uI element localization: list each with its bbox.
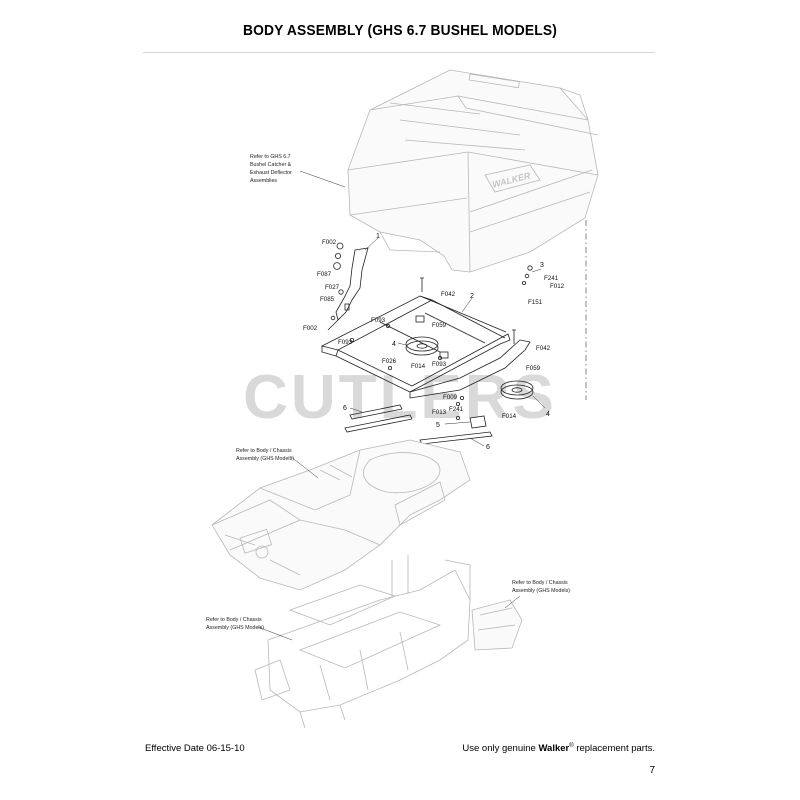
callout-f151: F151 bbox=[528, 299, 543, 306]
callout-f241-mid: F241 bbox=[449, 406, 464, 413]
callout-f013: F013 bbox=[432, 409, 447, 416]
footer-brand: Walker bbox=[538, 743, 570, 755]
footer-suffix: replacement parts. bbox=[576, 743, 655, 755]
page-number: 7 bbox=[649, 765, 655, 776]
chassis-reference-note: Refer to Body / Chassis Assembly (GHS Mo… bbox=[206, 617, 293, 641]
part-4-wheel-right bbox=[500, 380, 546, 409]
callout-2: 2 bbox=[470, 293, 474, 300]
callout-f042-right: F042 bbox=[536, 345, 551, 352]
callout-f014-a: F014 bbox=[411, 363, 426, 370]
callout-f241-top: F241 bbox=[544, 275, 559, 282]
callout-f027: F027 bbox=[325, 284, 340, 291]
footer-tagline: Use only genuine Walker® replacement par… bbox=[462, 743, 655, 754]
callout-f002-top: F002 bbox=[322, 239, 337, 246]
part-1-latch-bracket bbox=[327, 237, 379, 331]
hardware-dots bbox=[349, 265, 533, 420]
callout-6-right: 6 bbox=[486, 444, 490, 451]
footer-prefix: Use only genuine bbox=[462, 743, 536, 755]
callout-1: 1 bbox=[376, 233, 380, 240]
part-2-frame bbox=[320, 295, 531, 399]
callout-f002-bottom: F002 bbox=[303, 325, 318, 332]
callout-f093-b: F093 bbox=[338, 339, 353, 346]
svg-text:Refer to GHS 6.7: Refer to GHS 6.7 bbox=[250, 154, 291, 160]
bushel-catcher-outline bbox=[347, 69, 599, 273]
body-panel-outline bbox=[211, 439, 471, 591]
body-reference-note: Refer to Body / Chassis Assembly (GHS Mo… bbox=[236, 448, 319, 479]
svg-text:Refer to Body / Chassis: Refer to Body / Chassis bbox=[512, 580, 568, 586]
right-reference-note: Refer to Body / Chassis Assembly (GHS Mo… bbox=[504, 580, 570, 609]
svg-text:Assembly (GHS Models): Assembly (GHS Models) bbox=[512, 588, 570, 594]
callout-6-left: 6 bbox=[343, 405, 347, 412]
side-panel-outline bbox=[471, 599, 523, 651]
catcher-reference-note: Refer to GHS 6.7 Bushel Catcher & Exhaus… bbox=[250, 154, 346, 188]
svg-text:Refer to Body / Chassis: Refer to Body / Chassis bbox=[236, 448, 292, 454]
callout-4-right: 4 bbox=[546, 411, 550, 418]
part-5-plate bbox=[444, 415, 487, 429]
svg-text:Bushel Catcher &: Bushel Catcher & bbox=[250, 162, 292, 168]
callout-f093-c: F093 bbox=[432, 361, 447, 368]
callout-5: 5 bbox=[436, 422, 440, 429]
svg-text:Refer to Body / Chassis: Refer to Body / Chassis bbox=[206, 617, 262, 623]
chassis-outline bbox=[254, 555, 471, 729]
watermark: CUTLERS bbox=[243, 363, 557, 432]
callout-f026: F026 bbox=[382, 358, 397, 365]
page-title: BODY ASSEMBLY (GHS 6.7 BUSHEL MODELS) bbox=[242, 22, 558, 39]
svg-text:Assemblies: Assemblies bbox=[250, 178, 277, 184]
footer-trademark: ® bbox=[569, 743, 574, 749]
stud-bolts bbox=[420, 277, 516, 344]
svg-text:Assembly (GHS Models): Assembly (GHS Models) bbox=[206, 625, 264, 631]
callout-f093-a: F093 bbox=[371, 317, 386, 324]
callout-f059-a: F059 bbox=[432, 322, 447, 329]
svg-text:Exhaust Deflector: Exhaust Deflector bbox=[250, 170, 292, 176]
part-4-wheel-left bbox=[397, 336, 439, 356]
callout-f042-top: F042 bbox=[441, 291, 456, 298]
title-divider bbox=[143, 52, 655, 53]
callout-f009: F009 bbox=[443, 394, 458, 401]
svg-text:Assembly (GHS Models): Assembly (GHS Models) bbox=[236, 456, 294, 462]
callout-f059-b: F059 bbox=[526, 365, 541, 372]
leader-3 bbox=[531, 268, 542, 273]
callout-f012: F012 bbox=[550, 283, 565, 290]
effective-date: Effective Date 06-15-10 bbox=[145, 743, 245, 754]
callout-f085: F085 bbox=[320, 296, 335, 303]
callout-4-left: 4 bbox=[392, 341, 396, 348]
callout-f014-b: F014 bbox=[502, 413, 517, 420]
callout-f087: F087 bbox=[317, 271, 332, 278]
callout-3: 3 bbox=[540, 262, 544, 269]
